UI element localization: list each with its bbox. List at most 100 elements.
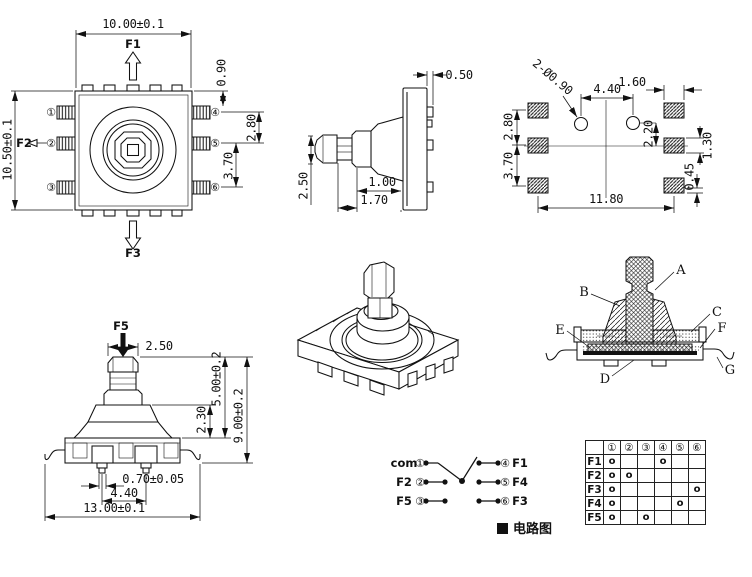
callout-g: G xyxy=(725,363,735,378)
dim-hole-offset: 2.20 xyxy=(642,120,656,147)
dim-pin-top: 0.90 xyxy=(215,59,229,86)
elevation-view: F5 2.50 2.30 5.00±0.2 9.00±0.2 0.70±0.05… xyxy=(44,319,253,521)
mark-cell xyxy=(654,510,672,525)
solder-hole-left xyxy=(573,116,589,132)
f3-label: F3 xyxy=(125,246,141,260)
dim-base: 2.30 xyxy=(195,406,209,433)
circuit-f4-label: F4 xyxy=(512,475,528,489)
mark-cell: o xyxy=(603,482,621,497)
callout-f: F xyxy=(717,321,726,336)
circuit-pin-3: ③ xyxy=(415,495,425,508)
circuit-f3-label: F3 xyxy=(512,494,528,508)
circuit-wires xyxy=(426,456,498,502)
row-label: F5 xyxy=(585,510,604,525)
f5-arrow: F5 xyxy=(113,319,130,357)
switch-pins: ① ② ③ ④ ⑤ ⑥ xyxy=(46,105,220,195)
pcb-pads xyxy=(524,100,688,198)
pin-number-6: ⑥ xyxy=(210,181,220,194)
f5-label: F5 xyxy=(113,319,129,333)
circuit-caption: 电路图 xyxy=(513,521,552,537)
mark-cell xyxy=(620,454,638,469)
callout-e: E xyxy=(555,323,565,338)
actuator-top xyxy=(89,106,177,194)
callout-c: C xyxy=(712,305,722,320)
switch-body-outline xyxy=(74,84,193,217)
side-body xyxy=(314,87,434,211)
mark-cell xyxy=(620,496,638,511)
section-callouts: A B C E F D G xyxy=(555,263,735,387)
col-header: ③ xyxy=(637,440,655,455)
f3-arrow-icon xyxy=(124,220,142,250)
circuit-diagram: com ① F2 ② F5 ③ ④ F1 ⑤ F4 ⑥ F3 电路图 xyxy=(391,456,552,537)
mark-cell: o xyxy=(637,510,655,525)
mark-cell xyxy=(654,496,672,511)
front-view: ① ② ③ ④ ⑤ ⑥ F1 F3 F2 10.00±0.1 10.50±0.1… xyxy=(1,17,264,260)
mark-cell xyxy=(671,482,689,497)
pin-number-4: ④ xyxy=(210,106,220,119)
callout-d: D xyxy=(600,372,610,387)
side-view: 0.50 2.50 1.00 1.70 xyxy=(297,68,473,212)
dim-rows-lower: 3.70 xyxy=(502,152,516,179)
table-row: F5 o o xyxy=(585,510,706,525)
dim-foot-pitch: 4.40 xyxy=(110,486,137,500)
mark-cell: o xyxy=(654,454,672,469)
f2-label: F2 xyxy=(16,136,32,150)
mark-cell xyxy=(688,468,706,483)
mark-cell xyxy=(688,454,706,469)
mark-cell: o xyxy=(688,482,706,497)
dim-tab: 0.50 xyxy=(445,68,472,82)
mark-cell xyxy=(671,468,689,483)
col-header: ② xyxy=(620,440,638,455)
pin-number-5: ⑤ xyxy=(210,137,220,150)
col-header: ⑥ xyxy=(688,440,706,455)
col-header: ① xyxy=(603,440,621,455)
solder-hole-right xyxy=(625,115,641,131)
front-dimensions: 10.00±0.1 10.50±0.1 0.90 2.80 3.70 xyxy=(1,17,264,211)
row-label: F2 xyxy=(585,468,604,483)
pin-number-2: ② xyxy=(46,137,56,150)
elevation-dimensions: 2.50 2.30 5.00±0.2 9.00±0.2 0.70±0.05 4.… xyxy=(44,339,253,521)
dim-shaft: 1.70 xyxy=(360,193,387,207)
dim-span-pcb: 11.80 xyxy=(589,192,623,206)
mark-cell: o xyxy=(603,510,621,525)
circuit-contacts xyxy=(423,460,501,504)
circuit-com-label: com xyxy=(391,456,418,470)
mark-cell xyxy=(688,510,706,525)
circuit-f5-label: F5 xyxy=(396,494,412,508)
dim-pad-gap: 0.45 xyxy=(683,163,697,190)
mark-cell: o xyxy=(603,468,621,483)
mark-cell xyxy=(654,482,672,497)
dim-pitch-lower: 3.70 xyxy=(222,152,236,179)
elevation-body xyxy=(44,356,201,474)
mark-cell xyxy=(620,510,638,525)
mark-cell: o xyxy=(603,454,621,469)
col-header: ④ xyxy=(654,440,672,455)
table-row: F2 o o xyxy=(585,468,706,483)
section-stem xyxy=(625,256,654,345)
callout-b: B xyxy=(579,285,589,300)
dim-knob-elev: 2.50 xyxy=(145,339,172,353)
caption-square-icon xyxy=(497,523,508,534)
dim-span-elev: 13.00±0.1 xyxy=(83,501,145,515)
mark-cell xyxy=(654,468,672,483)
dim-knob-side: 2.50 xyxy=(297,172,311,199)
dim-pad-w: 1.60 xyxy=(618,75,645,89)
table-row: F1 o o xyxy=(585,454,706,469)
section-housing xyxy=(545,256,735,367)
circuit-f1-label: F1 xyxy=(512,456,528,470)
pin-number-1: ① xyxy=(46,106,56,119)
circuit-pin-5: ⑤ xyxy=(500,476,510,489)
mark-cell xyxy=(688,496,706,511)
dim-width: 10.00±0.1 xyxy=(102,17,164,31)
holes-label: 2-Ø0.90 xyxy=(530,56,576,98)
dim-pitch-upper: 2.80 xyxy=(245,114,259,141)
mark-cell: o xyxy=(620,468,638,483)
circuit-pin-1: ① xyxy=(415,457,425,470)
circuit-pin-4: ④ xyxy=(500,457,510,470)
table-header-row: ① ② ③ ④ ⑤ ⑥ xyxy=(585,440,706,455)
mark-cell xyxy=(637,496,655,511)
dim-pad-h: 1.30 xyxy=(701,132,715,159)
mark-cell xyxy=(620,482,638,497)
